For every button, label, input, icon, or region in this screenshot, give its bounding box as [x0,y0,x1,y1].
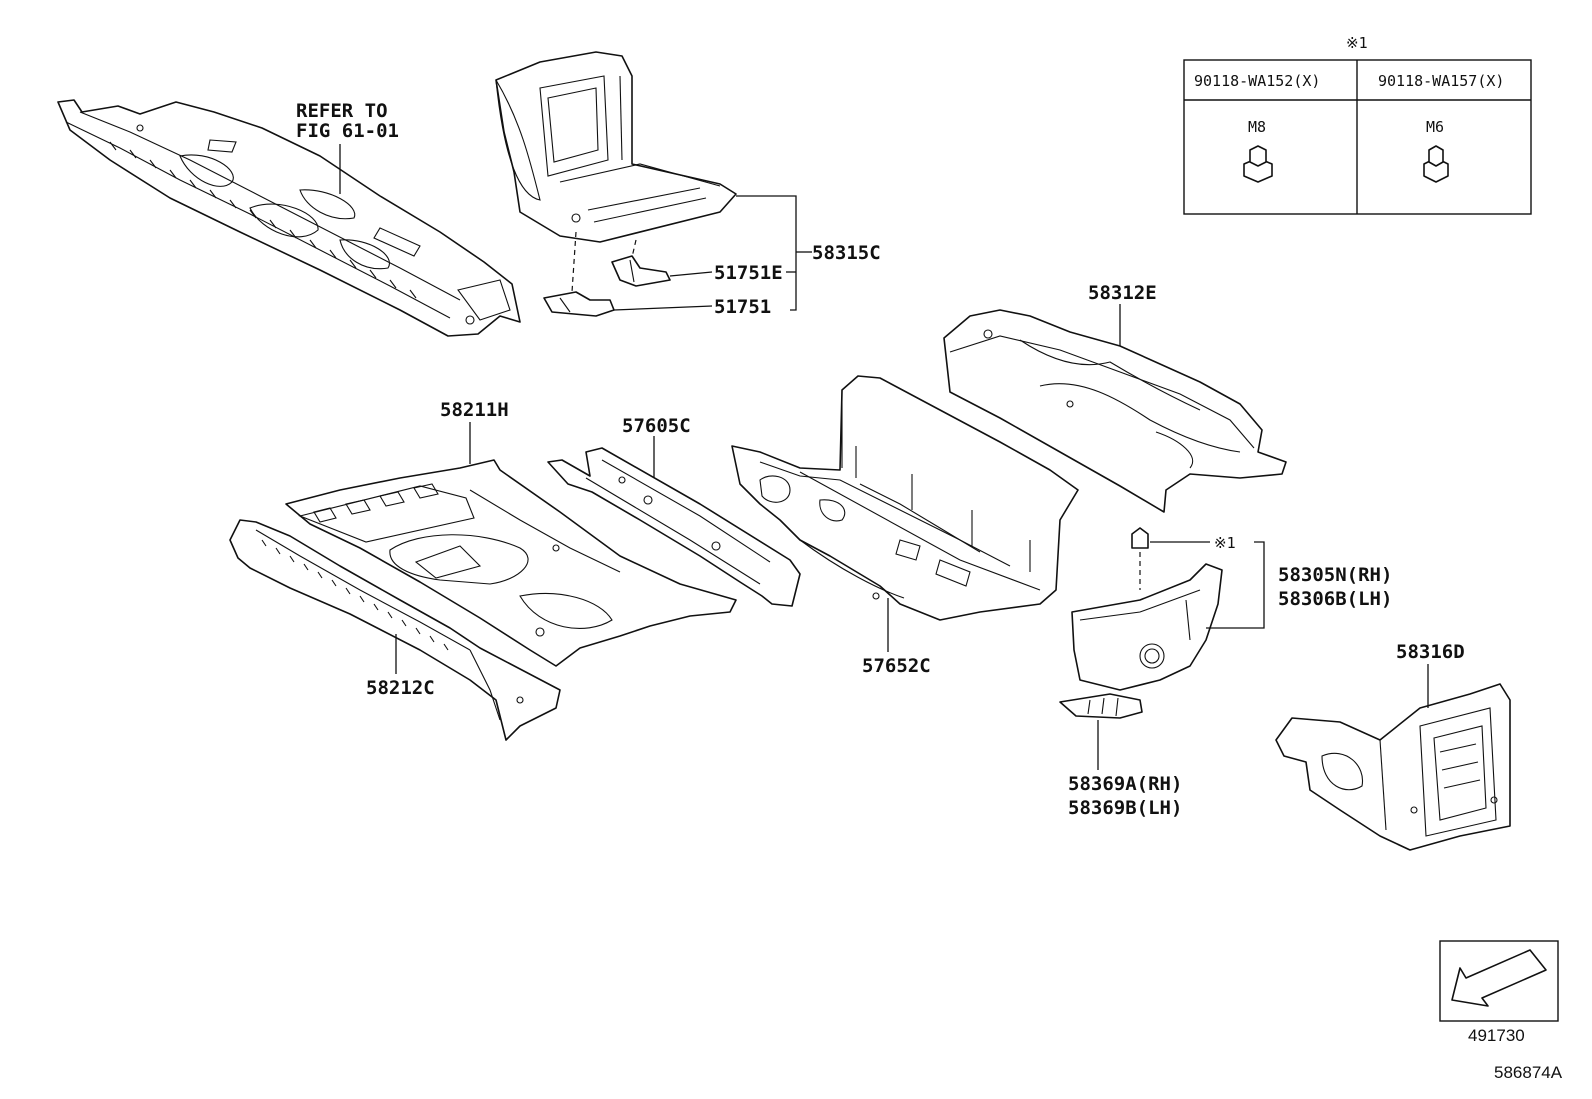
part-label-58312e: 58312E [1088,282,1157,304]
weld-nut-m8-icon [1243,145,1273,183]
pan-support-58315c [495,51,737,293]
part-label-58315c: 58315C [812,242,881,264]
reference-note-line2: FIG 61-01 [296,120,399,142]
part-label-58369b: 58369B(LH) [1068,797,1182,819]
figure-code: 586874A [1494,1063,1563,1082]
part-label-51751e: 51751E [714,262,783,284]
orientation-code: 491730 [1468,1026,1525,1045]
reference-note-line1: REFER TO [296,100,388,122]
bracket-51751e [611,255,671,287]
rear-floor-panel-58211h: 58211H [285,399,737,667]
weld-nut-m6-icon [1423,145,1449,183]
part-label-58316d: 58316D [1396,641,1465,663]
floor-member-57605c: 57605C [547,415,801,607]
orientation-indicator: 491730 586874A [1439,940,1563,1082]
fastener-part-no-2: 90118-WA157(X) [1378,72,1504,90]
wheel-house-extension-58305n: ※1 58305N(RH) 58306B(LH) [1071,527,1392,691]
fastener-size-1: M8 [1248,118,1266,136]
part-label-51751: 51751 [714,296,771,318]
bracket-51751 [543,291,615,317]
part-label-57652c: 57652C [862,655,931,677]
orientation-box [1439,940,1559,1022]
front-floor-panel [57,99,521,337]
part-label-58211h: 58211H [440,399,509,421]
crossmember-57652c: 57652C [731,375,1079,677]
rear-floor-front-58212c: 58212C [229,519,561,741]
rear-floor-pan-58312e: 58312E [943,282,1287,513]
part-label-58305n: 58305N(RH) [1278,564,1392,586]
fastener-part-no-1: 90118-WA152(X) [1194,72,1320,90]
reference-note: REFER TO FIG 61-01 [296,100,399,194]
part-label-58212c: 58212C [366,677,435,699]
part-label-58306b: 58306B(LH) [1278,588,1392,610]
direction-arrow-icon [1451,949,1547,1007]
fastener-size-2: M6 [1426,118,1444,136]
note-mark-1: ※1 [1214,534,1236,552]
fastener-table: ※1 90118-WA152(X) 90118-WA157(X) M8 M6 [1183,34,1532,215]
fastener-table-title: ※1 [1346,34,1368,52]
part-label-58369a: 58369A(RH) [1068,773,1182,795]
spare-wheel-house-58316d: 58316D [1275,641,1511,851]
bracket-58369a: 58369A(RH) 58369B(LH) [1059,693,1182,819]
part-label-57605c: 57605C [622,415,691,437]
leader-58315c: 58315C 51751E 51751 [613,195,881,318]
